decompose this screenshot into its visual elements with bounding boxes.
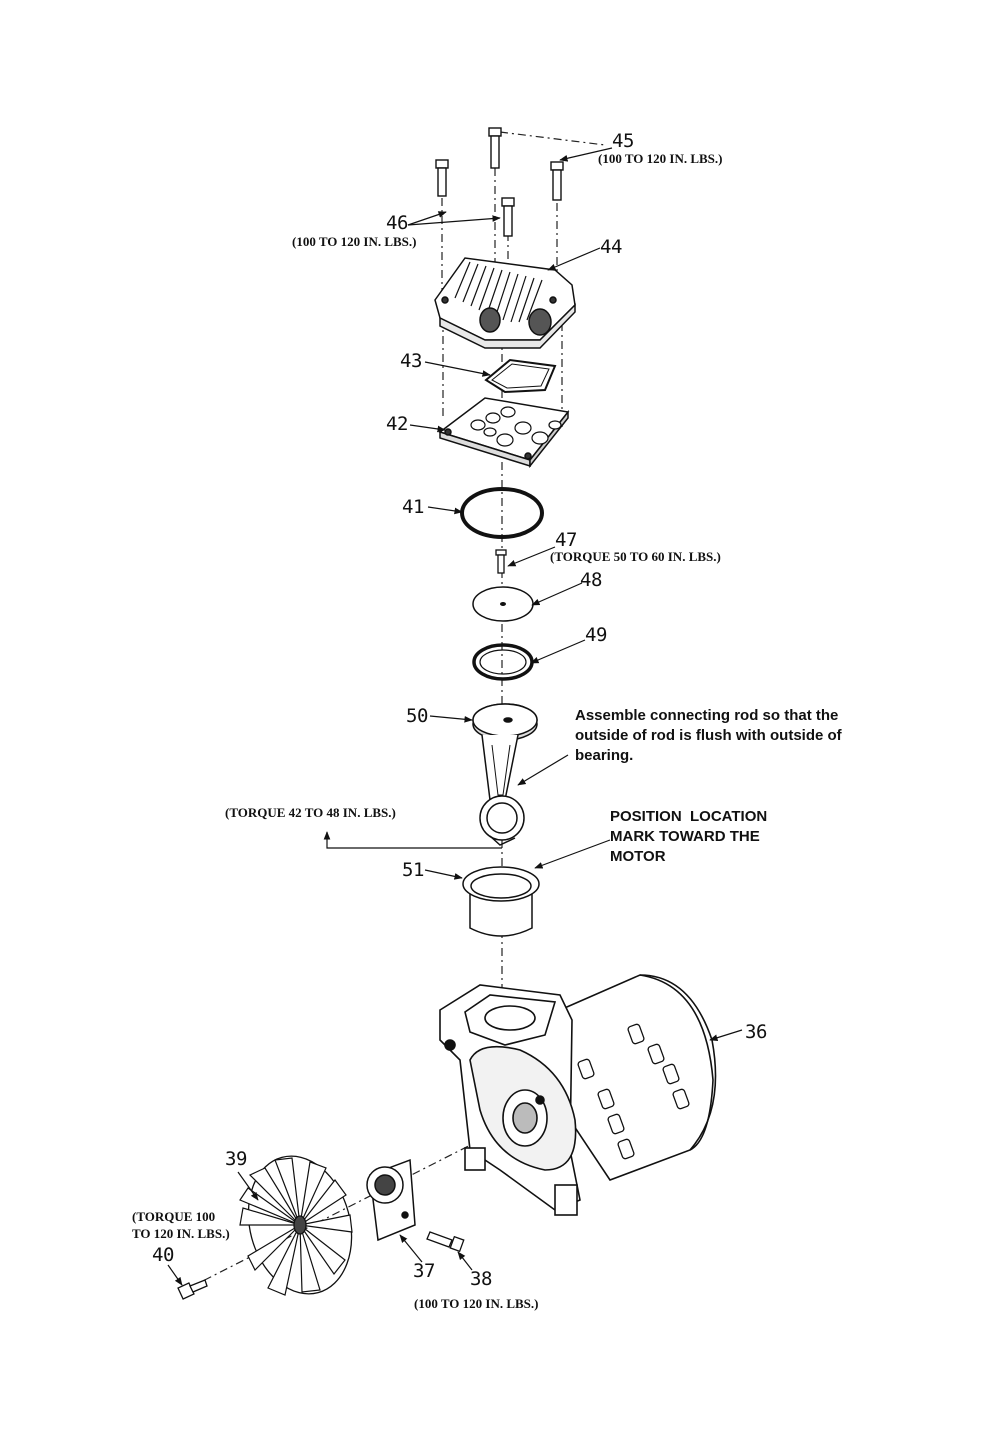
torque-47: (TORQUE 50 TO 60 IN. LBS.): [550, 549, 721, 564]
part-number-37: 37: [413, 1260, 435, 1282]
part-number-50: 50: [406, 705, 428, 727]
bolt-45-top: [488, 127, 502, 169]
part-number-41: 41: [402, 496, 424, 518]
part-number-46: 46: [386, 212, 408, 234]
part-number-42: 42: [386, 413, 408, 435]
part-number-51: 51: [402, 859, 424, 881]
bolt-46: [501, 197, 515, 237]
bolt-45-left: [435, 159, 449, 197]
connecting-rod-note: Assemble connecting rod so that the outs…: [575, 707, 842, 764]
part-number-48: 48: [580, 569, 602, 591]
fan-bolt: [177, 1279, 208, 1300]
part-number-36: 36: [745, 1021, 767, 1043]
motor-crankcase: [439, 974, 717, 1216]
cooling-fan: [239, 1155, 353, 1296]
part-number-38: 38: [470, 1268, 492, 1290]
position-mark-note: POSITION LOCATION MARK TOWARD THE MOTOR: [610, 808, 768, 865]
part-number-49: 49: [585, 624, 607, 646]
cylinder-head: [434, 257, 576, 349]
part-number-43: 43: [400, 350, 422, 372]
torque-38: (100 TO 120 IN. LBS.): [414, 1296, 539, 1311]
bearing-sleeve: [462, 866, 540, 937]
head-bolts: [435, 127, 564, 237]
torque-46: (100 TO 120 IN. LBS.): [292, 234, 417, 249]
part-number-45: 45: [612, 130, 634, 152]
valve-plate: [438, 397, 570, 469]
leader-lines: [167, 147, 743, 1286]
retainer-plate: [472, 586, 534, 622]
part-number-39: 39: [225, 1148, 247, 1170]
part-number-44: 44: [600, 236, 622, 258]
eccentric-bolt: [426, 1231, 465, 1253]
piston-screw: [495, 549, 507, 574]
part-number-40: 40: [152, 1244, 174, 1266]
part-number-47: 47: [555, 529, 577, 551]
piston-cup: [472, 643, 534, 681]
head-gasket: [484, 358, 557, 394]
torque-45: (100 TO 120 IN. LBS.): [598, 151, 723, 166]
torque-40: (TORQUE 100 TO 120 IN. LBS.): [132, 1209, 230, 1241]
bolt-45-right: [550, 161, 564, 201]
connecting-rod: [472, 703, 538, 846]
eccentric-crank: [366, 1158, 416, 1242]
rod-torque-note: (TORQUE 42 TO 48 IN. LBS.): [225, 805, 396, 820]
